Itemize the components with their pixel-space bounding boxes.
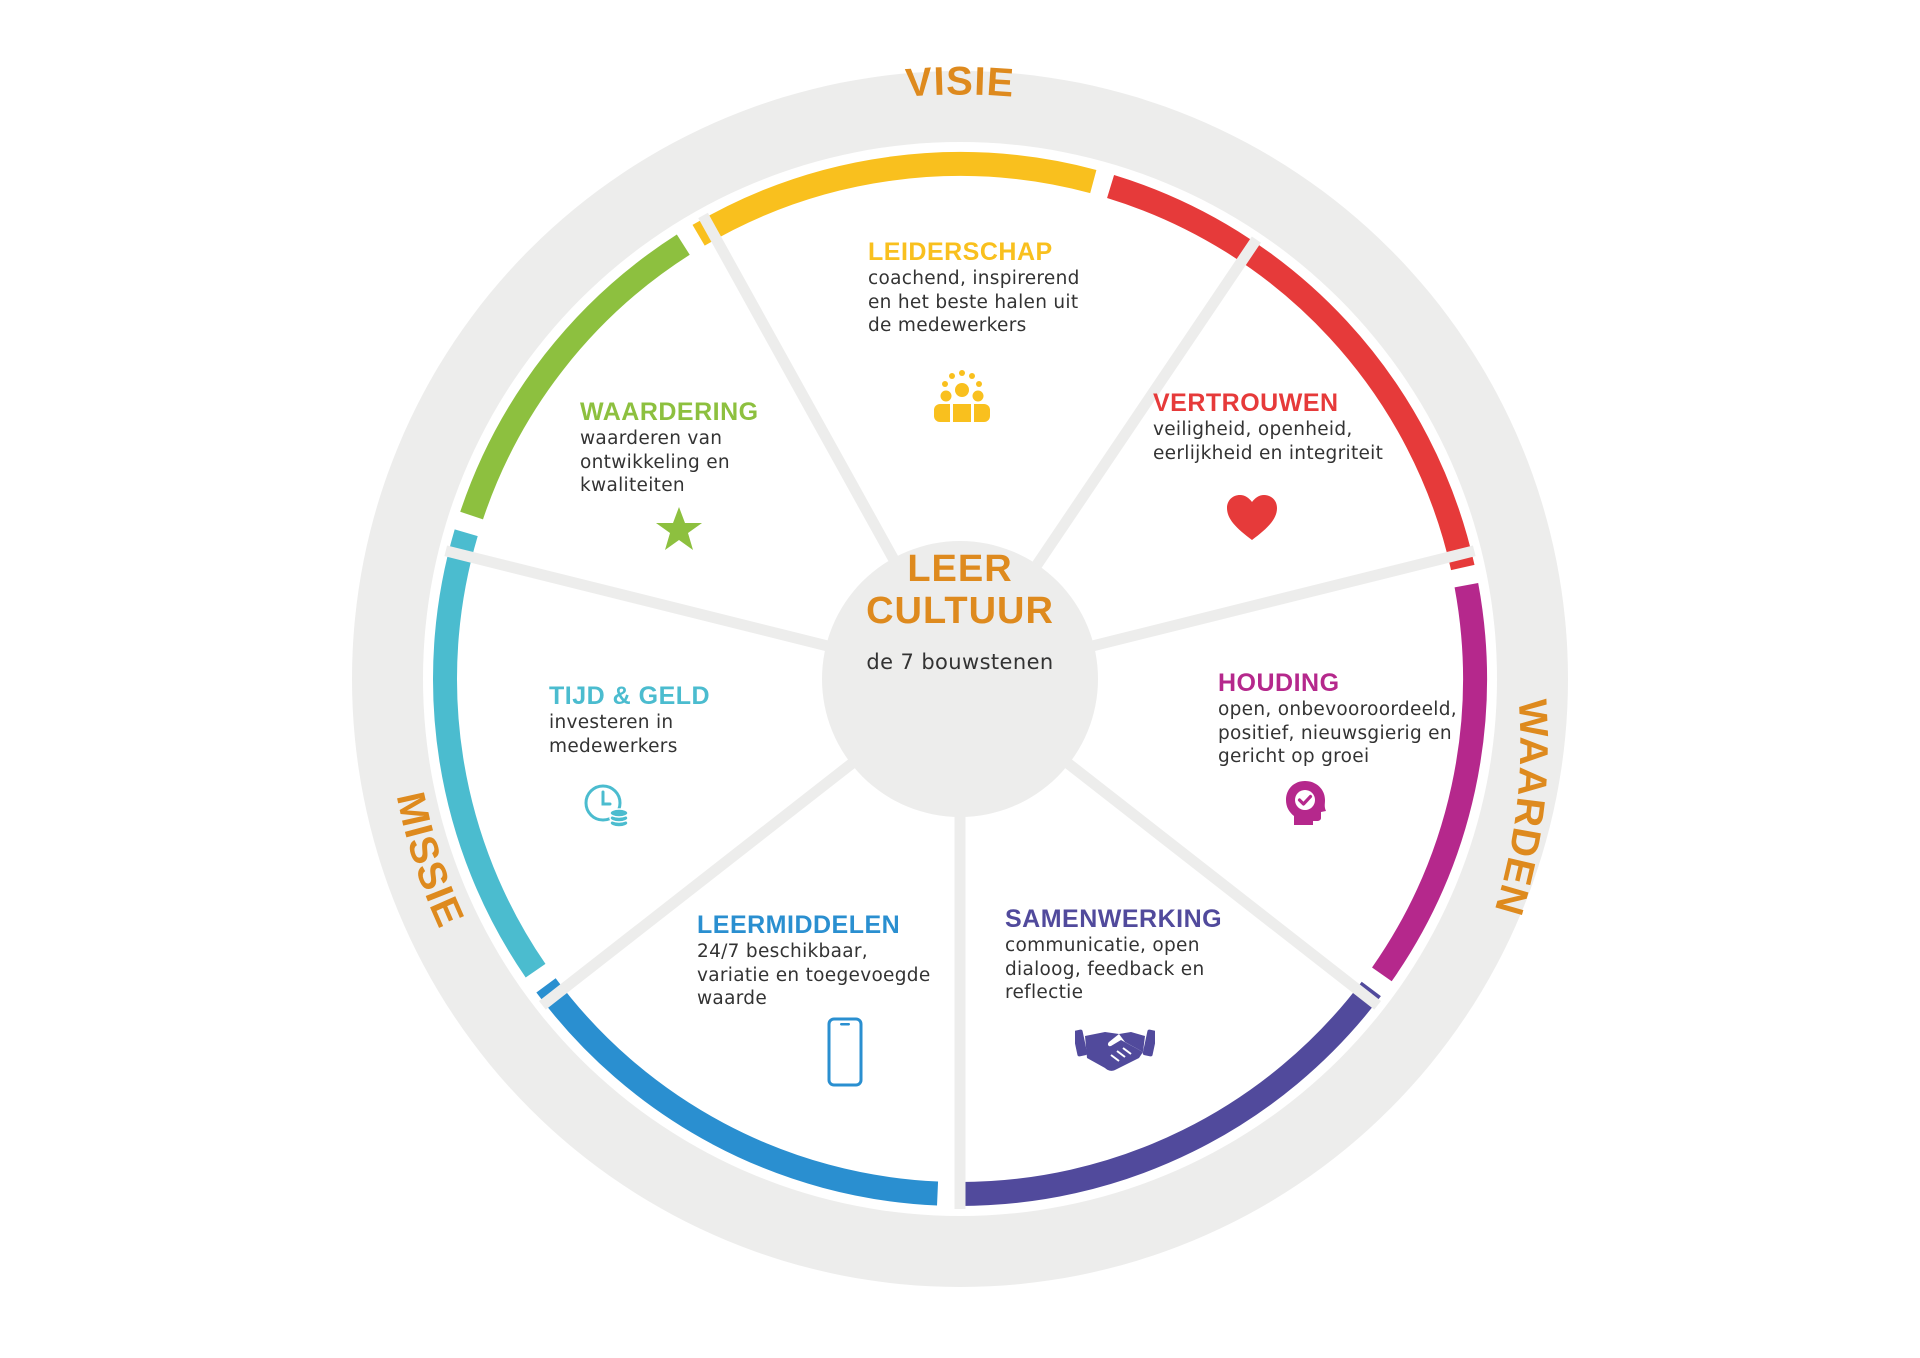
segment-tijd-geld-description: investeren in medewerkers — [549, 712, 678, 757]
segment-samenwerking-title: SAMENWERKING — [1005, 905, 1223, 933]
spoke-7 — [444, 545, 836, 653]
spoke-3 — [1084, 545, 1476, 653]
segment-leiderschap: LEIDERSCHAP coachend, inspirerend en het… — [868, 237, 1080, 338]
center-subtitle: de 7 bouwstenen — [866, 650, 1054, 674]
segment-tijd-geld: TIJD & GELD investeren in medewerkers — [549, 681, 710, 758]
spokes — [444, 212, 1476, 1209]
team-icon — [934, 370, 990, 422]
segment-houding: HOUDING open, onbevooroordeeld, positief… — [1218, 668, 1457, 769]
arc-leermiddelen — [536, 978, 939, 1206]
segment-waardering-description: waarderen van ontwikkeling en kwaliteite… — [580, 428, 730, 496]
segment-houding-title: HOUDING — [1218, 669, 1340, 697]
center-hub — [822, 541, 1098, 817]
segment-samenwerking-description: communicatie, open dialoog, feedback en … — [1005, 935, 1205, 1003]
star-icon — [656, 507, 702, 550]
segment-leiderschap-description: coachend, inspirerend en het beste halen… — [868, 268, 1080, 336]
clock-coins-icon — [584, 784, 629, 828]
segment-vertrouwen: VERTROUWEN veiligheid, openheid, eerlijk… — [1153, 388, 1383, 465]
colored-arcs — [433, 152, 1487, 1206]
arc-waardering — [460, 234, 690, 520]
center-title-line1: LEER — [907, 548, 1013, 590]
handshake-icon — [1075, 1029, 1155, 1071]
label-visie: VISIE — [904, 59, 1016, 105]
segment-houding-description: open, onbevooroordeeld, positief, nieuws… — [1218, 699, 1457, 767]
arc-houding — [1372, 582, 1487, 982]
spoke-4 — [1059, 754, 1382, 1010]
segment-waardering-title: WAARDERING — [580, 398, 759, 426]
spoke-6 — [538, 754, 861, 1010]
segment-waardering: WAARDERING waarderen van ontwikkeling en… — [580, 397, 759, 498]
heart-icon — [1227, 495, 1277, 540]
segment-vertrouwen-title: VERTROUWEN — [1153, 389, 1339, 417]
segment-vertrouwen-description: veiligheid, openheid, eerlijkheid en int… — [1153, 419, 1384, 464]
arc-tijd-geld — [433, 529, 546, 978]
arc-samenwerking — [955, 981, 1381, 1206]
spoke-2 — [1028, 236, 1261, 575]
segment-leermiddelen-description: 24/7 beschikbaar, variatie en toegevoegd… — [697, 941, 931, 1009]
segment-leermiddelen: LEERMIDDELEN 24/7 beschikbaar, variatie … — [697, 910, 931, 1011]
arc-vertrouwen — [1107, 175, 1475, 571]
smartphone-icon — [827, 1017, 863, 1087]
center-label: LEER CULTUUR de 7 bouwstenen — [825, 548, 1095, 674]
segment-samenwerking: SAMENWERKING communicatie, open dialoog,… — [1005, 904, 1222, 1005]
center-title-line2: CULTUUR — [866, 590, 1054, 632]
arc-leiderschap — [692, 152, 1097, 246]
segment-leermiddelen-title: LEERMIDDELEN — [697, 911, 901, 939]
spoke-1 — [698, 212, 902, 568]
head-check-icon — [1286, 781, 1326, 825]
segment-leiderschap-title: LEIDERSCHAP — [868, 238, 1053, 266]
segment-tijd-geld-title: TIJD & GELD — [549, 682, 711, 710]
